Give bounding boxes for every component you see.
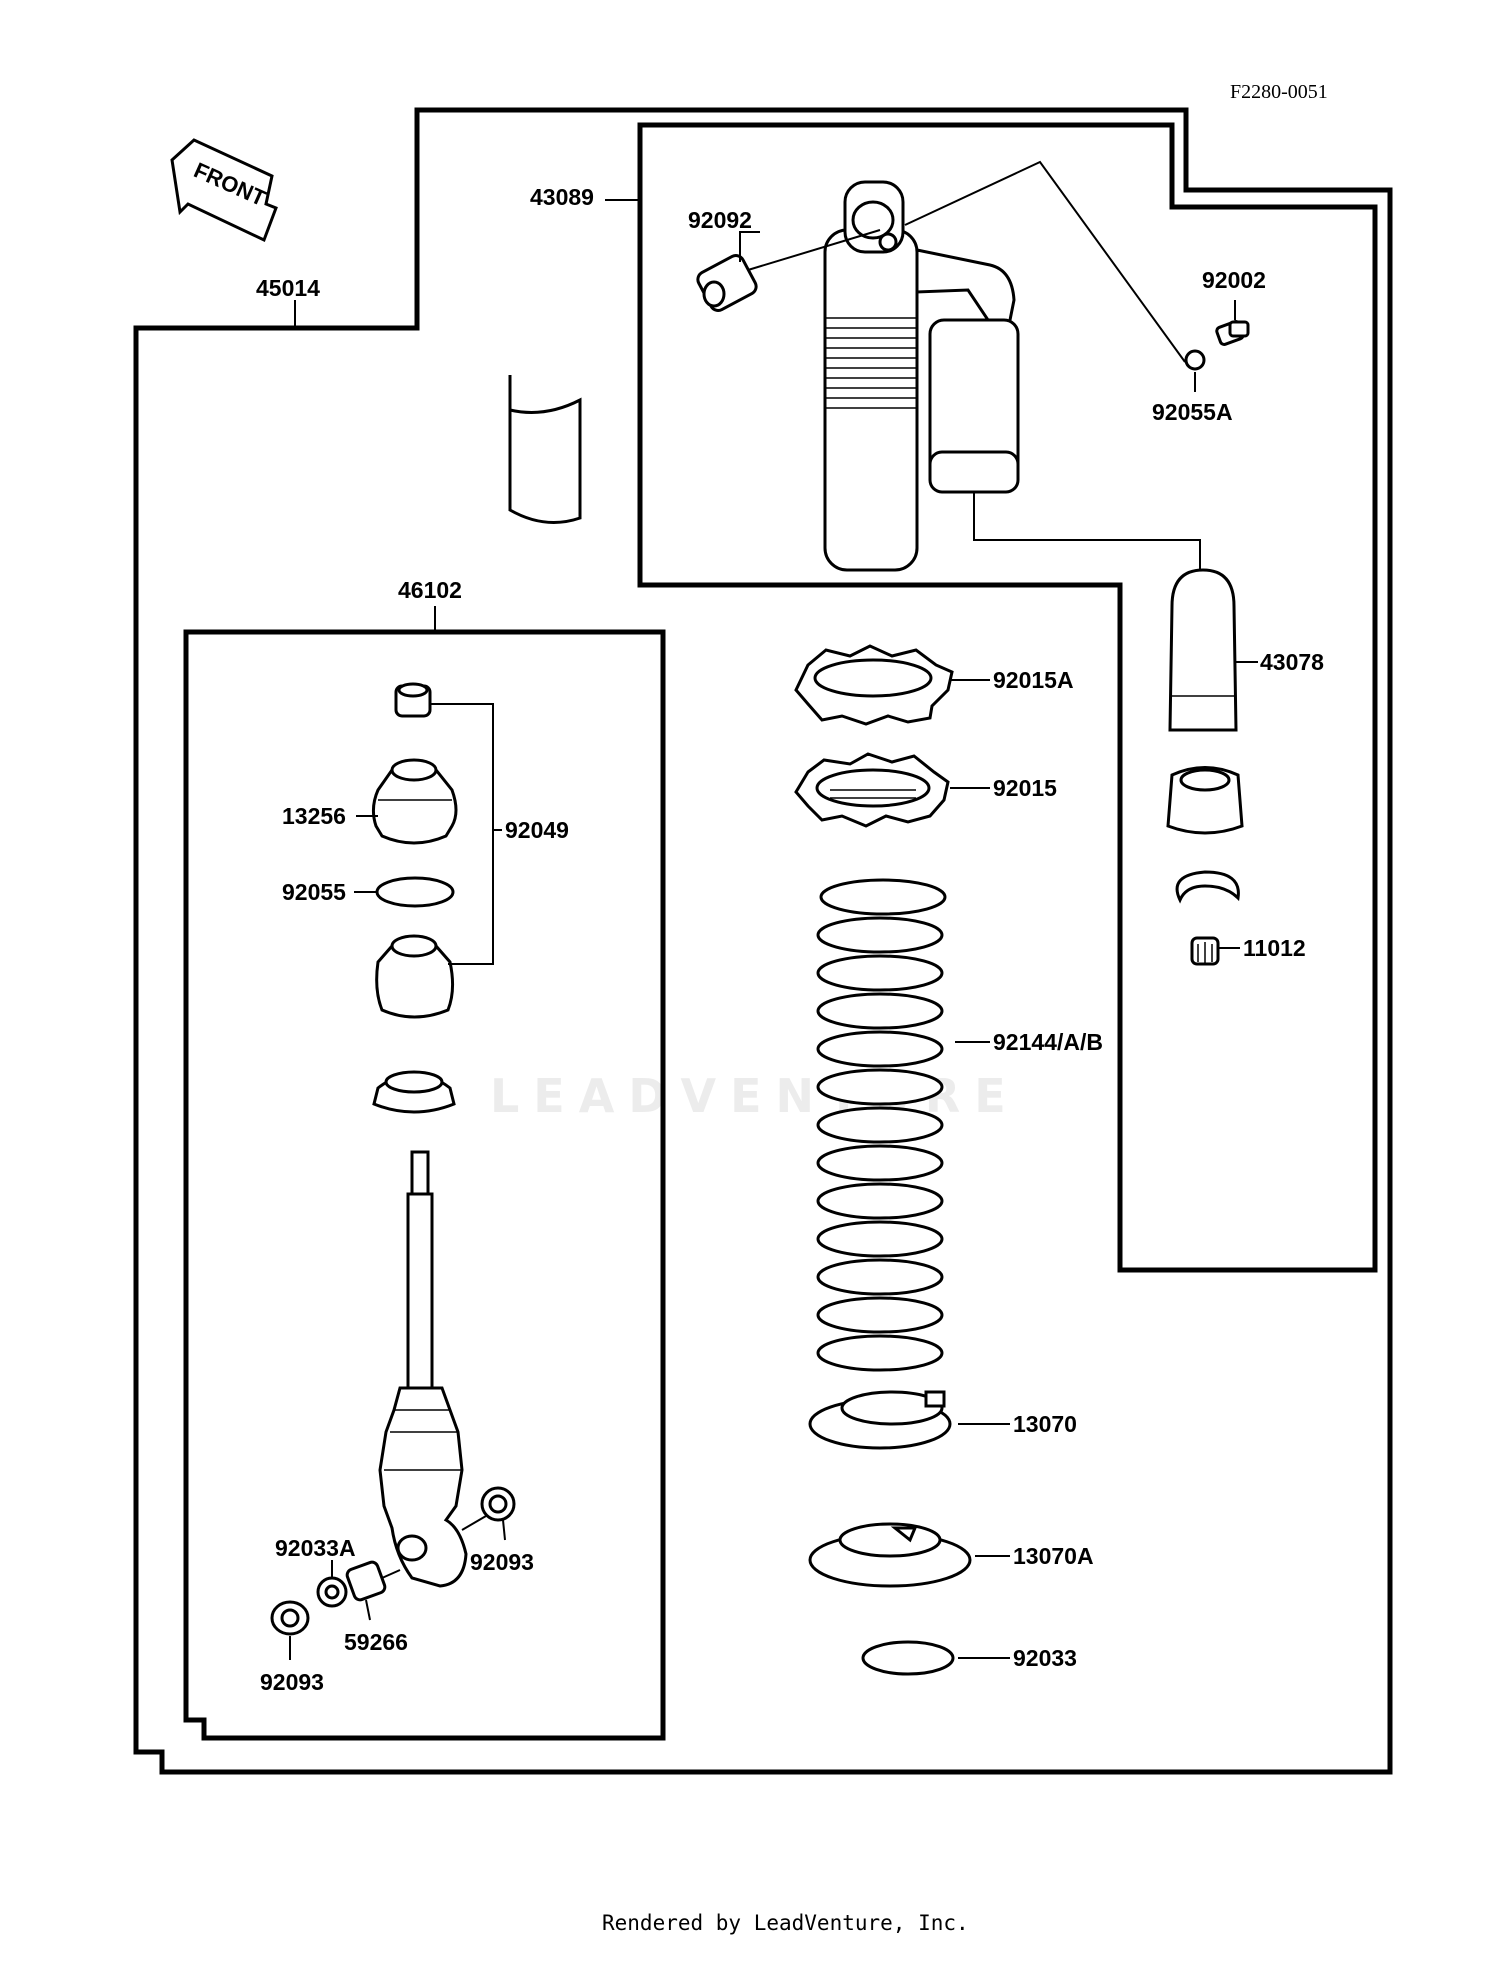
spring-seat-13070 [808,1390,952,1450]
circlip-92033 [861,1640,955,1676]
label-43089: 43089 [530,184,594,210]
adjuster-nut-92015A [794,644,954,726]
label-46102: 46102 [398,577,462,603]
label-13256: 13256 [282,803,346,829]
label-13070A: 13070A [1013,1543,1094,1569]
bolt-92002 [1215,320,1250,346]
bushing-92093-right [480,1486,516,1522]
label-43078: 43078 [1260,649,1324,675]
o-ring-92055 [375,876,455,908]
front-arrow-icon: FRONT [170,138,278,243]
assembly-frame-43089 [637,122,1378,1273]
washer-92033A [316,1576,348,1608]
label-92055A: 92055A [1152,399,1233,425]
spring-seat-13070A [808,1522,972,1588]
bump-stop-13256 [371,758,458,845]
label-92002: 92002 [1202,267,1266,293]
bushing-92092 [696,254,758,312]
label-92144: 92144/A/B [993,1029,1103,1055]
nut-top [394,682,432,718]
assembly-frame-46102 [183,629,666,1741]
assembly-frame-45014 [133,107,1393,1775]
diagram-ref-code: F2280-0051 [1230,81,1328,103]
shock-absorber-body [823,180,1020,572]
label-92055: 92055 [282,879,346,905]
valve-cap-11012 [1190,936,1220,966]
watermark: LEADVENTURE [490,1069,1020,1123]
label-45014: 45014 [256,275,320,301]
label-13070: 13070 [1013,1411,1077,1437]
shock-cover-sleeve [508,375,582,524]
label-92015A: 92015A [993,667,1074,693]
label-92093-left: 92093 [260,1669,324,1695]
label-92015: 92015 [993,775,1057,801]
label-59266: 59266 [344,1629,408,1655]
valve-rubber [1166,766,1244,835]
bushing-92093-left [270,1600,310,1636]
seal-lower [375,934,455,1019]
washer-92055A [1184,349,1206,371]
nut-92015 [794,752,950,828]
label-92033A: 92033A [275,1535,356,1561]
circlip [1175,870,1240,904]
piston-rod [378,1150,468,1588]
label-92092: 92092 [688,207,752,233]
collar-59266 [345,1560,387,1602]
label-92093-right: 92093 [470,1549,534,1575]
coil-spring-92144 [816,878,947,1372]
oil-seal-cap [372,1070,456,1114]
label-92033: 92033 [1013,1645,1077,1671]
footer-credit: Rendered by LeadVenture, Inc. [602,1911,969,1935]
reservoir-cap-43078 [1168,568,1238,732]
label-11012: 11012 [1243,935,1306,961]
label-92049: 92049 [505,817,569,843]
